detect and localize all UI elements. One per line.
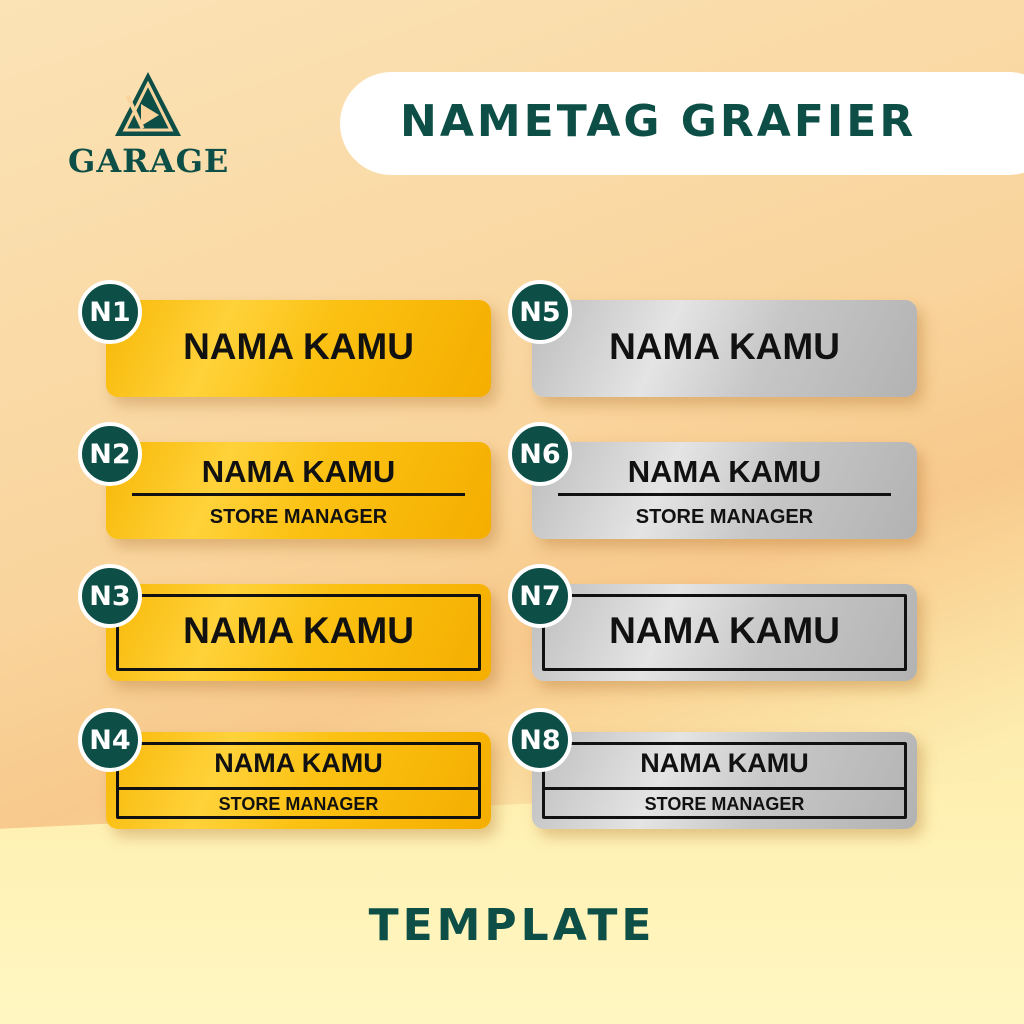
nametag-name: NAMA KAMU <box>183 326 414 367</box>
badge-n5: N5 <box>508 280 572 344</box>
nametag-n3[interactable]: NAMA KAMU <box>106 584 491 681</box>
nametag-name: NAMA KAMU <box>609 326 840 367</box>
nametag-name: NAMA KAMU <box>201 454 396 489</box>
nametag-n2[interactable]: NAMA KAMU STORE MANAGER <box>106 442 491 539</box>
page-title: NAMETAG GRAFIER <box>400 96 917 147</box>
divider-line <box>116 787 481 790</box>
nametag-name: NAMA KAMU <box>183 610 414 651</box>
nametag-role: STORE MANAGER <box>218 794 379 814</box>
garage-logo: GARAGE <box>68 70 228 180</box>
nametag-role: STORE MANAGER <box>644 794 805 814</box>
divider-line <box>132 493 465 496</box>
footer-label: TEMPLATE <box>368 900 656 951</box>
inner-border <box>116 594 481 671</box>
inner-border <box>542 742 907 819</box>
nametag-n1[interactable]: NAMA KAMU <box>106 300 491 397</box>
garage-logo-icon <box>115 72 181 136</box>
nametag-name: NAMA KAMU <box>214 748 383 778</box>
nametag-n4[interactable]: NAMA KAMU STORE MANAGER <box>106 732 491 829</box>
inner-border <box>116 742 481 819</box>
badge-n1: N1 <box>78 280 142 344</box>
nametag-n5[interactable]: NAMA KAMU <box>532 300 917 397</box>
nametag-n8[interactable]: NAMA KAMU STORE MANAGER <box>532 732 917 829</box>
nametag-name: NAMA KAMU <box>609 610 840 651</box>
badge-n3: N3 <box>78 564 142 628</box>
badge-n8: N8 <box>508 708 572 772</box>
badge-n7: N7 <box>508 564 572 628</box>
divider-line <box>542 787 907 790</box>
nametag-role: STORE MANAGER <box>635 506 814 528</box>
badge-n2: N2 <box>78 422 142 486</box>
brand-name: GARAGE <box>68 142 230 180</box>
inner-border <box>542 594 907 671</box>
title-pill <box>340 72 1024 175</box>
badge-n4: N4 <box>78 708 142 772</box>
nametag-n7[interactable]: NAMA KAMU <box>532 584 917 681</box>
badge-n6: N6 <box>508 422 572 486</box>
nametag-name: NAMA KAMU <box>627 454 822 489</box>
nametag-role: STORE MANAGER <box>209 506 388 528</box>
divider-line <box>558 493 891 496</box>
nametag-n6[interactable]: NAMA KAMU STORE MANAGER <box>532 442 917 539</box>
nametag-name: NAMA KAMU <box>640 748 809 778</box>
